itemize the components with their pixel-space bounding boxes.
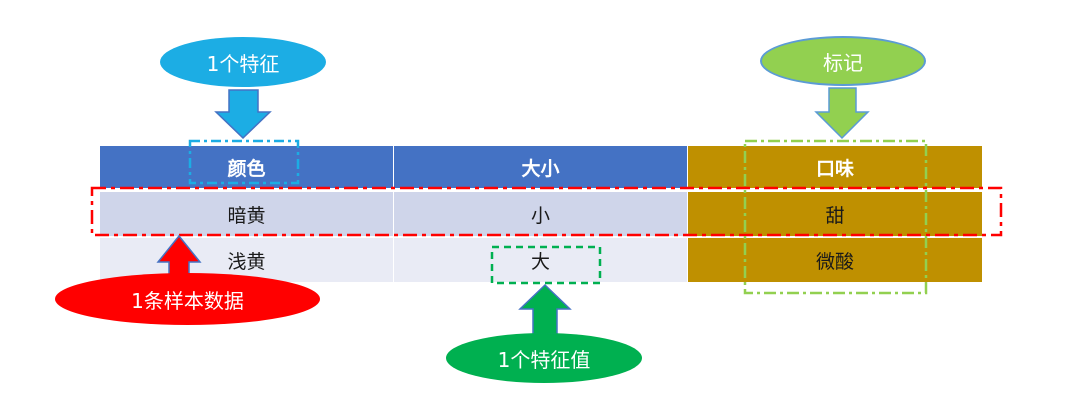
feature-value-highlight-box [490, 245, 602, 285]
feature-value-arrow-icon [518, 283, 572, 335]
header-size: 大小 [394, 146, 688, 188]
label-column-highlight-box [743, 139, 928, 295]
cell-row1-taste: 甜 [688, 192, 982, 236]
sample-row-highlight-box [90, 186, 1003, 237]
cell-row1-size: 小 [394, 192, 688, 236]
cell-row2-size: 大 [394, 238, 688, 282]
feature-highlight-box [188, 139, 300, 185]
sample-arrow-icon [156, 234, 202, 277]
label-arrow-icon [814, 87, 870, 140]
header-taste: 口味 [688, 146, 982, 188]
data-table: 颜色 大小 口味 暗黄 小 甜 浅黄 大 微酸 [100, 146, 982, 282]
cell-row1-color: 暗黄 [100, 192, 394, 236]
callout-label: 标记 [760, 36, 926, 86]
callout-feature-value: 1个特征值 [446, 333, 642, 383]
callout-sample: 1条样本数据 [55, 273, 320, 325]
header-color: 颜色 [100, 146, 394, 188]
cell-row2-taste: 微酸 [688, 238, 982, 282]
callout-feature: 1个特征 [160, 37, 326, 87]
feature-arrow-icon [214, 89, 272, 140]
